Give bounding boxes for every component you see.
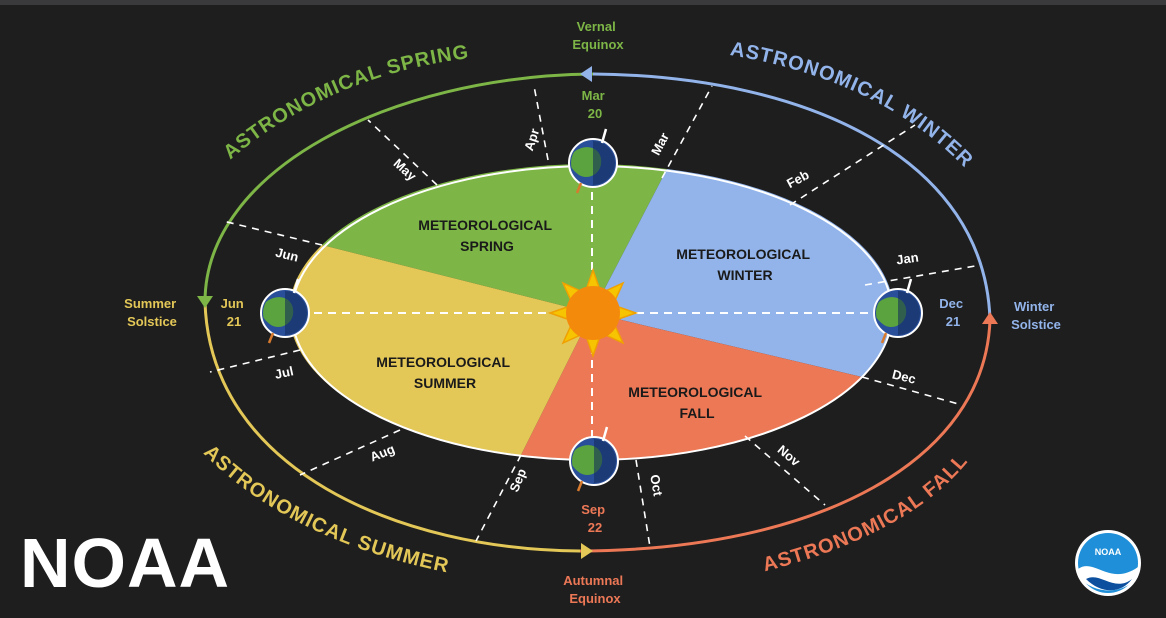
sector-meteorological-winter: [592, 169, 894, 377]
label-vernal-equinox-line2: Equinox: [572, 37, 624, 52]
month-label-jul: Jul: [273, 363, 295, 382]
label-summer-date-line1: Jun: [221, 296, 244, 311]
earth-autumnal-icon: [569, 426, 619, 492]
month-dividers: [209, 85, 976, 548]
label-meteorological-winter-line1: METEOROLOGICAL: [676, 246, 810, 262]
month-label-aug: Aug: [368, 441, 397, 464]
divider-may: [367, 119, 438, 186]
sun-icon: [547, 267, 639, 359]
arrow-autumnal: [581, 543, 593, 559]
label-vernal-equinox-line1: Vernal: [577, 19, 616, 34]
earth-winter-icon: [873, 278, 923, 344]
label-vernal-date-line1: Mar: [582, 88, 605, 103]
month-label-sep: Sep: [506, 466, 529, 494]
month-label-oct: Oct: [647, 473, 666, 498]
label-astronomical-summer: ASTRONOMICAL SUMMER: [199, 441, 451, 578]
label-autumnal-equinox: Autumnal Equinox: [563, 573, 627, 606]
label-meteorological-spring-line2: SPRING: [460, 238, 514, 254]
label-winter-solstice-line1: Winter: [1014, 299, 1054, 314]
divider-nov: [744, 435, 826, 506]
label-autumnal-date-line2: 22: [588, 520, 602, 535]
sector-meteorological-spring: [322, 164, 667, 313]
orbit-arc-spring: [203, 72, 594, 303]
label-winter-date-line1: Dec: [939, 296, 963, 311]
label-winter-solstice-line2: Solstice: [1011, 317, 1061, 332]
label-meteorological-fall-line1: METEOROLOGICAL: [628, 384, 762, 400]
label-meteorological-winter-line2: WINTER: [717, 267, 772, 283]
divider-oct: [635, 459, 651, 548]
sector-meteorological-fall: [521, 313, 862, 460]
divider-feb: [789, 124, 916, 206]
divider-dec: [861, 376, 963, 406]
sector-meteorological-summer: [289, 245, 592, 455]
label-summer-solstice-line2: Solstice: [127, 314, 177, 329]
label-astronomical-fall: ASTRONOMICAL FALL: [760, 450, 972, 576]
label-winter-solstice: Winter Solstice: [1011, 299, 1061, 332]
orbit-arc-summer: [203, 301, 581, 553]
orbit-arc-fall: [579, 319, 992, 553]
divider-jun: [222, 220, 323, 246]
label-astronomical-spring: ASTRONOMICAL SPRING: [219, 41, 470, 164]
label-summer-date-line2: 21: [227, 314, 241, 329]
month-label-apr: Apr: [521, 127, 542, 153]
divider-jul: [209, 349, 301, 373]
label-meteorological-spring: METEOROLOGICAL SPRING: [418, 217, 555, 254]
label-autumnal-equinox-line2: Equinox: [569, 591, 621, 606]
earth-summer-icon: [260, 278, 310, 344]
label-vernal-date: Mar 20: [582, 88, 609, 121]
label-meteorological-fall: METEOROLOGICAL FALL: [628, 384, 765, 421]
arrow-winter: [982, 312, 998, 324]
label-winter-date: Dec 21: [939, 296, 966, 329]
label-meteorological-summer-line2: SUMMER: [414, 375, 476, 391]
label-summer-solstice-line1: Summer: [124, 296, 176, 311]
label-astronomical-winter: ASTRONOMICAL WINTER: [729, 38, 978, 172]
month-label-may: May: [391, 156, 420, 185]
noaa-emblem-text: NOAA: [1095, 547, 1122, 557]
divider-sep: [475, 454, 522, 542]
label-meteorological-spring-line1: METEOROLOGICAL: [418, 217, 552, 233]
month-label-mar: Mar: [648, 130, 672, 157]
label-summer-date: Jun 21: [221, 296, 248, 329]
arrow-vernal: [580, 66, 592, 82]
divider-jan: [864, 265, 976, 286]
label-meteorological-summer-line1: METEOROLOGICAL: [376, 354, 510, 370]
label-meteorological-winter: METEOROLOGICAL WINTER: [676, 246, 813, 283]
label-summer-solstice: Summer Solstice: [124, 296, 180, 329]
label-vernal-date-line2: 20: [588, 106, 602, 121]
divider-aug: [299, 429, 401, 476]
divider-mar: [661, 85, 713, 179]
orbit-arc-winter: [592, 72, 992, 321]
noaa-emblem-icon: NOAA: [1075, 530, 1141, 596]
label-autumnal-date: Sep 22: [581, 502, 608, 535]
month-label-jun: Jun: [274, 245, 300, 265]
month-label-jan: Jan: [895, 250, 919, 268]
month-label-dec: Dec: [891, 366, 918, 386]
label-autumnal-equinox-line1: Autumnal: [563, 573, 623, 588]
label-vernal-equinox: Vernal Equinox: [572, 19, 624, 52]
label-meteorological-summer: METEOROLOGICAL SUMMER: [376, 354, 513, 391]
noaa-wordmark: NOAA: [20, 524, 231, 602]
earth-vernal-icon: [568, 128, 618, 194]
top-bar: [0, 0, 1166, 5]
label-winter-date-line2: 21: [946, 314, 960, 329]
arrow-summer: [197, 296, 213, 308]
label-autumnal-date-line1: Sep: [581, 502, 605, 517]
month-label-feb: Feb: [784, 167, 812, 191]
label-meteorological-fall-line2: FALL: [680, 405, 715, 421]
